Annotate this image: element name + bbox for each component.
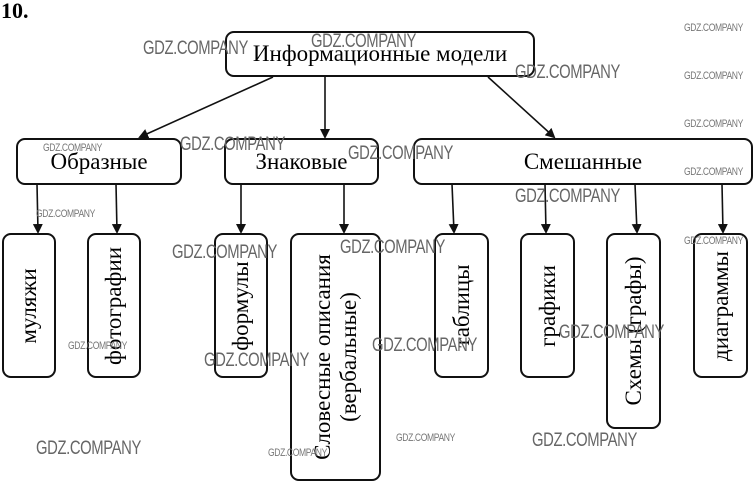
arrow-figurative-mulyazhi bbox=[32, 183, 43, 234]
category-figurative-label: Образные bbox=[50, 148, 148, 174]
leaf-grafiki: графики bbox=[520, 233, 575, 378]
watermark: GDZ.COMPANY bbox=[684, 118, 743, 130]
watermark: GDZ.COMPANY bbox=[36, 438, 141, 459]
leaf-slovesnye-line1: Словесные описания bbox=[309, 254, 335, 460]
arrow-mixed-shemy bbox=[631, 183, 642, 234]
watermark: GDZ.COMPANY bbox=[36, 208, 95, 220]
watermark: GDZ.COMPANY bbox=[143, 38, 248, 59]
watermark: GDZ.COMPANY bbox=[684, 70, 743, 82]
leaf-slovesnye: Словесные описания (вербальные) bbox=[290, 233, 381, 481]
arrow-root-mixed bbox=[487, 76, 556, 139]
watermark: GDZ.COMPANY bbox=[204, 350, 309, 371]
root-label: Информационные модели bbox=[252, 41, 508, 66]
leaf-mulyazhi-label: муляжи bbox=[16, 267, 41, 344]
category-symbolic-label: Знаковые bbox=[255, 148, 348, 174]
watermark: GDZ.COMPANY bbox=[172, 242, 277, 263]
leaf-foto: фотографии bbox=[87, 233, 141, 378]
watermark: GDZ.COMPANY bbox=[311, 31, 416, 52]
watermark: GDZ.COMPANY bbox=[396, 432, 455, 444]
watermark: GDZ.COMPANY bbox=[515, 186, 620, 207]
watermark: GDZ.COMPANY bbox=[180, 134, 285, 155]
task-number: 10. bbox=[1, 0, 29, 23]
arrow-figurative-foto bbox=[111, 183, 122, 234]
watermark: GDZ.COMPANY bbox=[532, 430, 637, 451]
leaf-grafiki-label: графики bbox=[534, 264, 560, 347]
category-figurative: Образные bbox=[16, 138, 182, 185]
leaf-slovesnye-label: Словесные описания (вербальные) bbox=[310, 254, 362, 460]
watermark: GDZ.COMPANY bbox=[68, 340, 127, 352]
leaf-shemy: Схемы (графы) bbox=[606, 233, 661, 429]
leaf-diagrammy-label: диаграммы bbox=[707, 250, 733, 361]
watermark: GDZ.COMPANY bbox=[559, 322, 664, 343]
arrow-root-figurative bbox=[138, 76, 274, 139]
root-node: Информационные модели bbox=[225, 31, 535, 77]
watermark: GDZ.COMPANY bbox=[684, 235, 743, 247]
watermark: GDZ.COMPANY bbox=[515, 62, 620, 83]
leaf-diagrammy: диаграммы bbox=[693, 233, 748, 378]
category-mixed-label: Смешанные bbox=[523, 148, 643, 174]
watermark: GDZ.COMPANY bbox=[372, 335, 477, 356]
leaf-mulyazhi: муляжи bbox=[2, 233, 56, 378]
leaf-formuly-label: формулы bbox=[228, 260, 253, 351]
arrow-mixed-diagrammy bbox=[717, 183, 728, 234]
watermark: GDZ.COMPANY bbox=[684, 22, 743, 34]
leaf-slovesnye-line2: (вербальные) bbox=[335, 292, 361, 422]
leaf-formuly: формулы bbox=[214, 233, 268, 378]
arrow-mixed-grafiki bbox=[540, 183, 551, 234]
watermark: GDZ.COMPANY bbox=[43, 142, 102, 154]
watermark: GDZ.COMPANY bbox=[684, 166, 743, 178]
arrow-mixed-tablicy bbox=[448, 183, 459, 234]
watermark: GDZ.COMPANY bbox=[268, 447, 327, 459]
category-mixed: Смешанные bbox=[413, 138, 753, 185]
watermark: GDZ.COMPANY bbox=[348, 143, 453, 164]
category-symbolic: Знаковые bbox=[224, 138, 379, 185]
watermark: GDZ.COMPANY bbox=[340, 237, 445, 258]
leaf-tablicy: таблицы bbox=[434, 233, 489, 378]
